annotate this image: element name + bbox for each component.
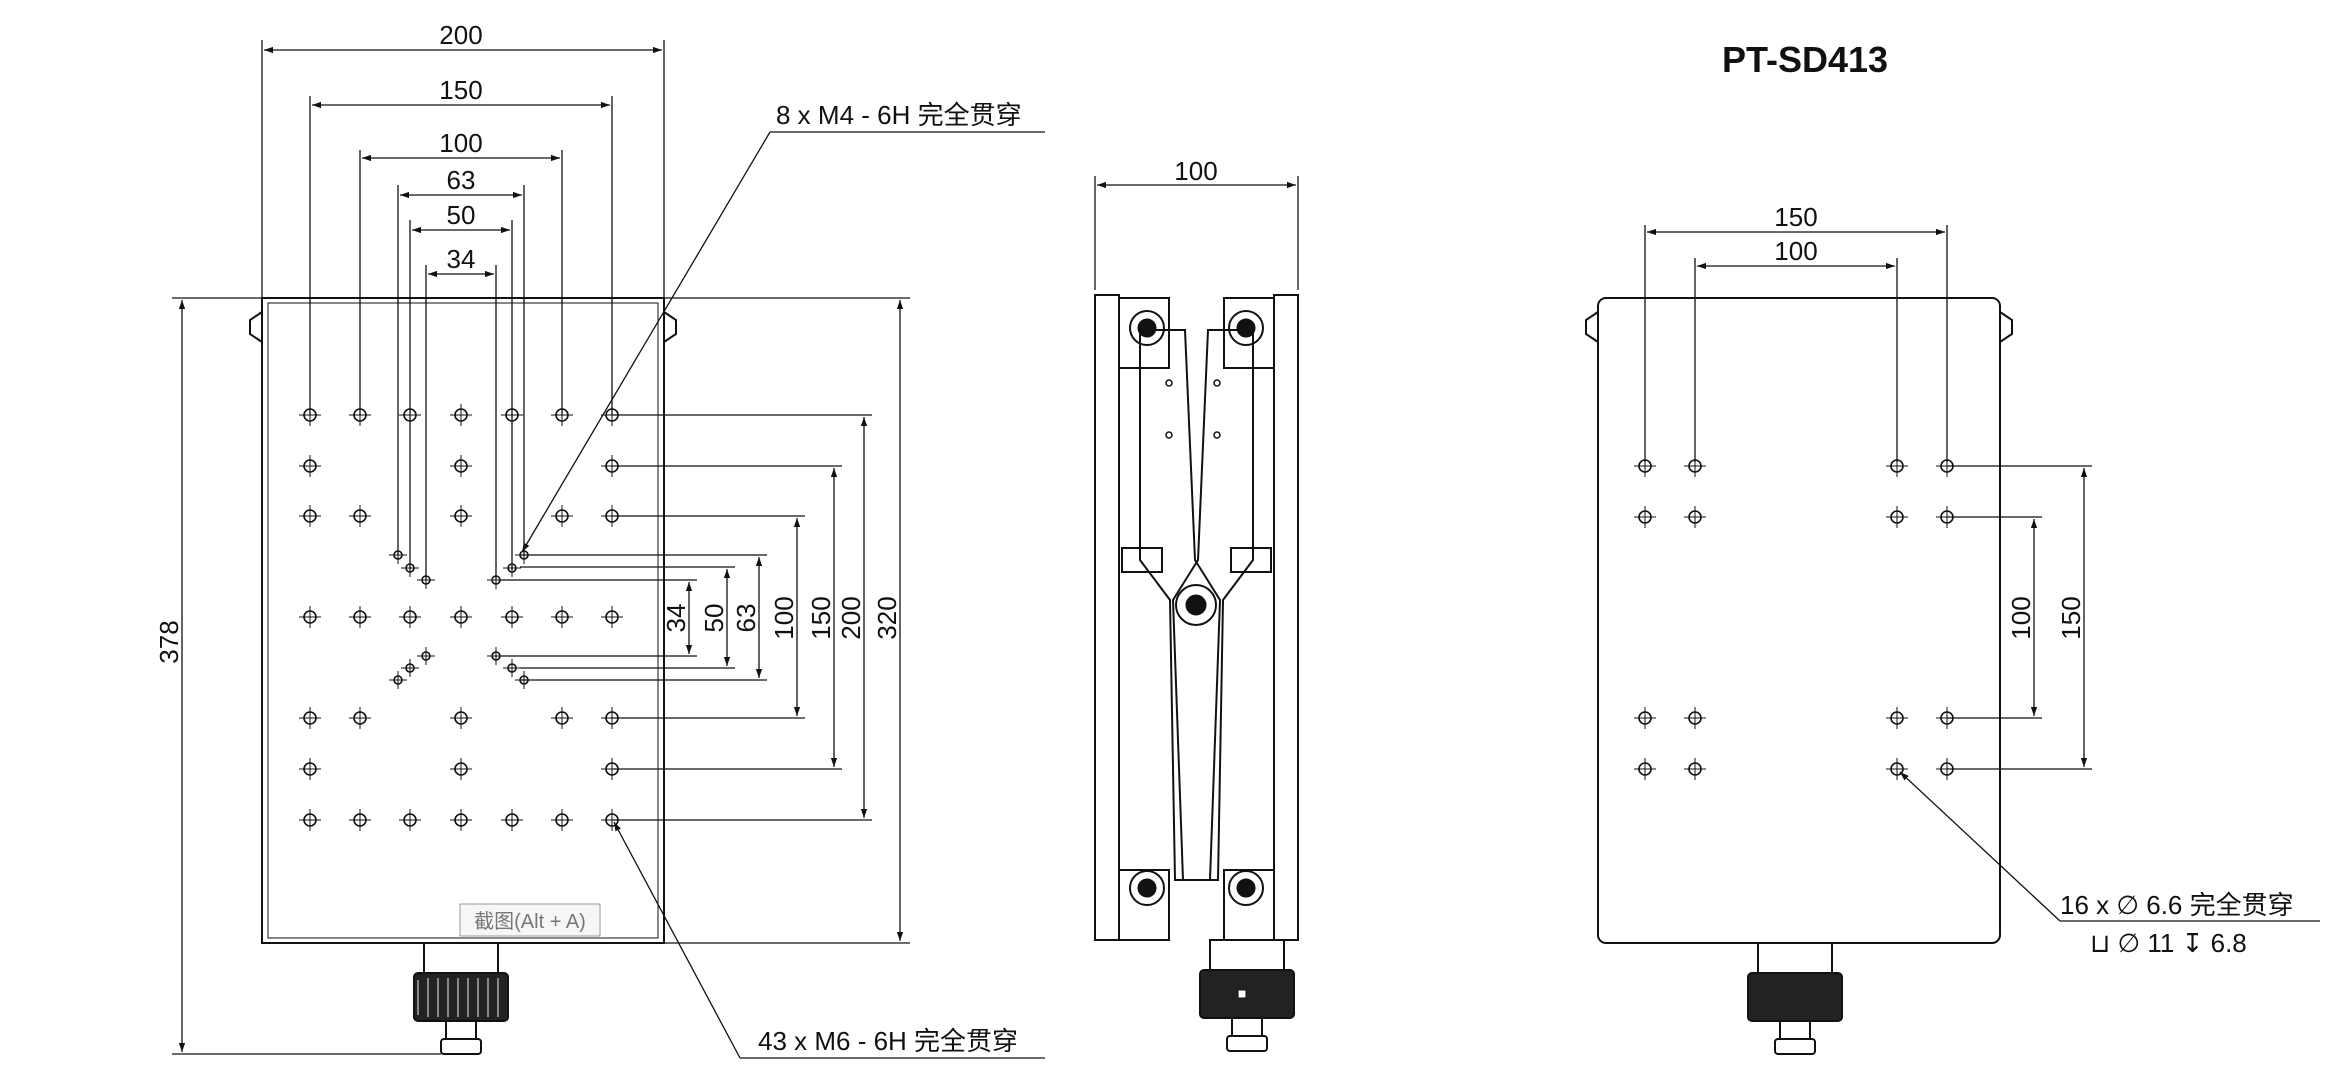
dim-v-50: 50 bbox=[699, 604, 729, 633]
bottom-dim-150: 150 bbox=[1774, 202, 1817, 232]
m6-hole-crosshair bbox=[450, 505, 472, 527]
m6-hole-crosshair bbox=[399, 606, 421, 628]
m6-hole-crosshair bbox=[399, 809, 421, 831]
through-hole-crosshair bbox=[1634, 758, 1656, 780]
dim-v-200: 200 bbox=[836, 596, 866, 639]
dim-v-150: 150 bbox=[806, 596, 836, 639]
dim-v-34: 34 bbox=[661, 604, 691, 633]
through-hole-crosshair bbox=[1684, 506, 1706, 528]
m6-hole-crosshair bbox=[299, 505, 321, 527]
m6-hole-crosshair bbox=[450, 707, 472, 729]
dim-v-320: 320 bbox=[872, 596, 902, 639]
m6-hole-crosshair bbox=[551, 809, 573, 831]
m6-hole-crosshair bbox=[299, 707, 321, 729]
bottom-view: 150 100 100 150 16 x ∅ 6.6 完全贯穿 ⊔ ∅ 11 ↧… bbox=[1585, 202, 2320, 1055]
m6-hole-crosshair bbox=[450, 758, 472, 780]
through-hole-note: 16 x ∅ 6.6 完全贯穿 bbox=[2060, 890, 2294, 920]
model-title: PT-SD413 bbox=[1722, 39, 1888, 80]
m6-hole-crosshair bbox=[349, 809, 371, 831]
m6-hole-crosshair bbox=[349, 606, 371, 628]
bottom-knob bbox=[1747, 942, 1843, 1055]
m6-hole-crosshair bbox=[299, 758, 321, 780]
m4-hole-crosshair bbox=[389, 671, 407, 689]
through-hole-pattern bbox=[1634, 455, 1958, 780]
m6-hole-crosshair bbox=[349, 707, 371, 729]
top-view-plate bbox=[261, 297, 665, 944]
m6-hole-crosshair bbox=[299, 455, 321, 477]
m6-hole-crosshair bbox=[551, 606, 573, 628]
m4-hole-crosshair bbox=[503, 659, 521, 677]
dim-50: 50 bbox=[447, 200, 476, 230]
m6-hole-crosshair bbox=[551, 707, 573, 729]
m6-hole-crosshair bbox=[501, 606, 523, 628]
m6-hole-crosshair bbox=[551, 505, 573, 527]
dim-378: 378 bbox=[154, 620, 184, 663]
m6-hole-crosshair bbox=[501, 809, 523, 831]
dim-34: 34 bbox=[447, 244, 476, 274]
through-hole-crosshair bbox=[1634, 707, 1656, 729]
m6-hole-crosshair bbox=[450, 606, 472, 628]
m6-hole-crosshair bbox=[349, 505, 371, 527]
through-hole-crosshair bbox=[1684, 758, 1706, 780]
side-dim-100: 100 bbox=[1174, 156, 1217, 186]
m6-thread-note: 43 x M6 - 6H 完全贯穿 bbox=[758, 1026, 1018, 1056]
m6-hole-crosshair bbox=[450, 809, 472, 831]
dim-150: 150 bbox=[439, 75, 482, 105]
side-view bbox=[1094, 176, 1299, 1052]
m6-hole-crosshair bbox=[450, 404, 472, 426]
m6-hole-crosshair bbox=[450, 455, 472, 477]
through-hole-crosshair bbox=[1684, 707, 1706, 729]
m6-hole-crosshair bbox=[299, 606, 321, 628]
counterbore-note: ⊔ ∅ 11 ↧ 6.8 bbox=[2090, 928, 2247, 958]
through-hole-crosshair bbox=[1634, 506, 1656, 528]
dim-63: 63 bbox=[447, 165, 476, 195]
m4-hole-crosshair bbox=[417, 647, 435, 665]
top-view: 200 150 100 63 50 34 378 bbox=[154, 20, 1045, 1059]
m6-hole-crosshair bbox=[601, 606, 623, 628]
adjustment-knob bbox=[413, 942, 509, 1055]
m4-hole-crosshair bbox=[401, 659, 419, 677]
bottom-dim-v-100: 100 bbox=[2006, 596, 2036, 639]
m6-hole-crosshair bbox=[299, 809, 321, 831]
dim-200: 200 bbox=[439, 20, 482, 50]
bottom-view-plate bbox=[1597, 297, 2001, 944]
dim-100: 100 bbox=[439, 128, 482, 158]
through-hole-crosshair bbox=[1886, 506, 1908, 528]
bottom-dim-v-150: 150 bbox=[2056, 596, 2086, 639]
bottom-dim-100: 100 bbox=[1774, 236, 1817, 266]
dim-v-100: 100 bbox=[769, 596, 799, 639]
through-hole-crosshair bbox=[1886, 707, 1908, 729]
dim-v-63: 63 bbox=[731, 604, 761, 633]
m4-thread-note: 8 x M4 - 6H 完全贯穿 bbox=[776, 100, 1022, 130]
m6-hole-pattern bbox=[299, 404, 623, 831]
screenshot-watermark: 截图(Alt + A) bbox=[474, 910, 586, 933]
through-hole-crosshair bbox=[1886, 758, 1908, 780]
